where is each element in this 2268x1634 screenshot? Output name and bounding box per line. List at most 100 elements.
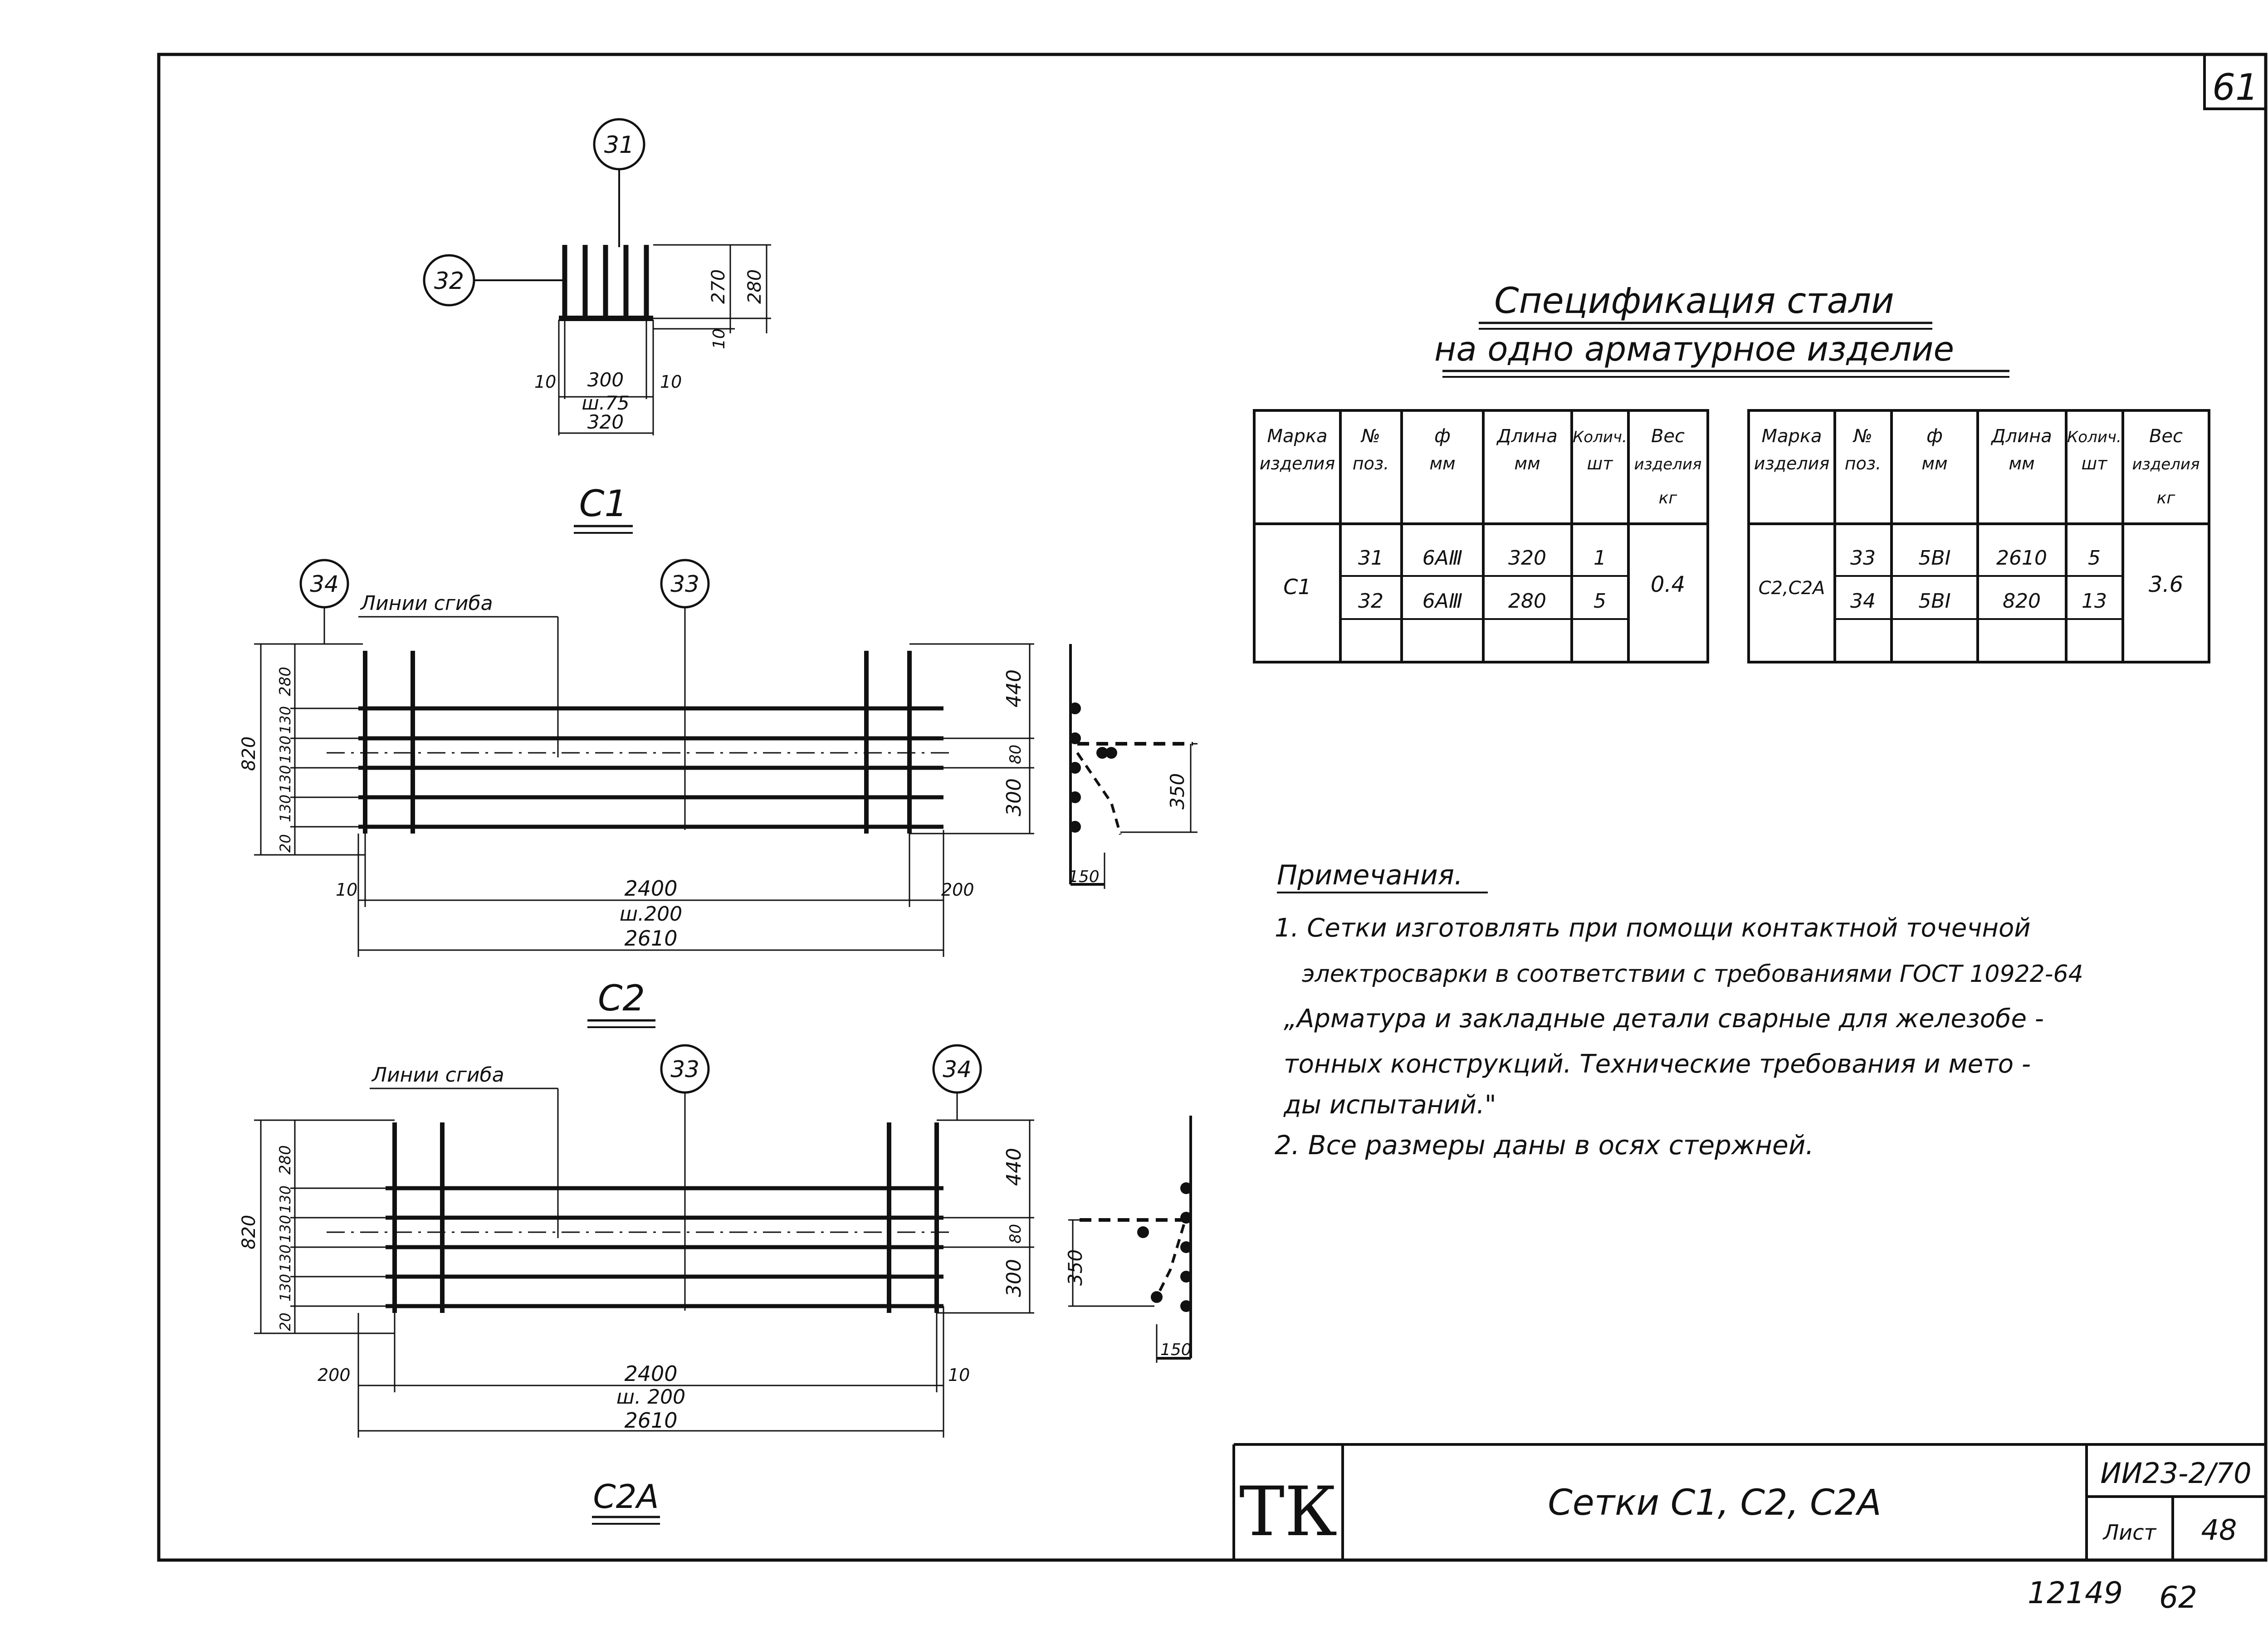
dim-10: 10 bbox=[948, 1365, 970, 1385]
specification: Спецификация стали на одно арматурное из… bbox=[1253, 281, 2210, 663]
dim-20: 20 bbox=[277, 1312, 294, 1331]
sheet-number: 48 bbox=[2201, 1513, 2237, 1546]
t2-r2-pos: 34 bbox=[1850, 590, 1876, 613]
t2-r1-len: 2610 bbox=[1996, 546, 2047, 570]
dim-440: 440 bbox=[1002, 1148, 1026, 1186]
dim-10-bottom: 10 bbox=[710, 328, 728, 349]
dim-130-1: 130 bbox=[277, 1185, 294, 1213]
detail-31-32: 31 32 270 280 10 1 bbox=[423, 118, 771, 534]
t1-header-wt-2: изделия bbox=[1634, 455, 1702, 473]
notes-heading: Примечания. bbox=[1277, 859, 1463, 891]
dim-pitch-200: ш.200 bbox=[620, 902, 682, 926]
t1-header-wt-3: кг bbox=[1659, 489, 1678, 507]
caption-c2: С2 bbox=[598, 978, 645, 1019]
dim-10: 10 bbox=[336, 880, 357, 900]
spec-table-1 bbox=[1253, 409, 1709, 663]
t2-header-qty-1: Колич. bbox=[2067, 428, 2121, 446]
dim-10-right: 10 bbox=[660, 372, 682, 392]
t1-r2-len: 280 bbox=[1508, 590, 1546, 613]
t1-header-mark-1: Марка bbox=[1267, 426, 1327, 447]
dim-300: 300 bbox=[1002, 1259, 1026, 1297]
section-c2a-dots bbox=[1137, 1182, 1192, 1312]
t2-header-mark-1: Марка bbox=[1761, 426, 1822, 447]
t2-r1-dia: 5ВI bbox=[1918, 546, 1950, 570]
t1-r1-qty: 1 bbox=[1593, 546, 1606, 570]
bend-line-label: Линии сгиба bbox=[371, 1063, 504, 1087]
stamp-tk: ТК bbox=[1239, 1473, 1337, 1551]
dim-280: 280 bbox=[276, 667, 294, 696]
t1-header-mark-2: изделия bbox=[1260, 454, 1335, 473]
dim-130-3: 130 bbox=[277, 1244, 294, 1272]
spec-title-line1: Спецификация стали bbox=[1494, 281, 1894, 322]
notes: Примечания. 1. Сетки изготовлять при пом… bbox=[1275, 859, 2083, 1161]
t1-header-dia-1: ф bbox=[1434, 424, 1451, 447]
t2-header-pos-2: поз. bbox=[1845, 454, 1881, 473]
t1-r2-dia: 6АⅢ bbox=[1422, 590, 1462, 613]
page-number-box: 61 bbox=[2203, 54, 2266, 110]
dim-270: 270 bbox=[708, 269, 729, 304]
t1-header-len-1: Длина bbox=[1496, 426, 1557, 447]
t1-r1-len: 320 bbox=[1508, 546, 1546, 570]
note-line-4: тонных конструкций. Технические требован… bbox=[1284, 1049, 2031, 1079]
dim-300: 300 bbox=[1002, 778, 1026, 816]
note-line-5: ды испытаний." bbox=[1283, 1090, 1496, 1120]
t1-r1-dia: 6АⅢ bbox=[1422, 546, 1462, 570]
dim-80: 80 bbox=[1007, 745, 1025, 764]
mesh-c2a: 33 34 Линии сгиба bbox=[239, 1044, 1192, 1525]
t2-mark: С2,С2А bbox=[1759, 578, 1825, 599]
dim-820: 820 bbox=[239, 737, 259, 771]
dim-280: 280 bbox=[744, 269, 765, 304]
dim-130-4: 130 bbox=[277, 1274, 294, 1302]
t2-header-wt-1: Вес bbox=[2149, 426, 2183, 447]
callout-34-label: 34 bbox=[943, 1056, 972, 1083]
section-dim-150: 150 bbox=[1160, 1341, 1192, 1359]
t2-r2-len: 820 bbox=[2003, 590, 2041, 613]
t1-weight: 0.4 bbox=[1651, 572, 1685, 597]
t1-r2-qty: 5 bbox=[1593, 590, 1606, 613]
dim-130-2: 130 bbox=[277, 736, 294, 763]
mesh-c2: 34 33 Линии сгиба bbox=[239, 559, 1198, 1028]
section-dim-350: 350 bbox=[1166, 773, 1188, 810]
note-line-3: „Арматура и закладные детали сварные для… bbox=[1284, 1004, 2044, 1034]
caption-c1: С1 bbox=[579, 483, 628, 525]
dim-2610: 2610 bbox=[624, 1408, 677, 1433]
dim-440: 440 bbox=[1002, 669, 1026, 707]
t1-header-qty-1: Колич. bbox=[1573, 428, 1627, 446]
t2-header-dia-1: ф bbox=[1926, 424, 1943, 447]
dim-130-3: 130 bbox=[277, 765, 294, 793]
callout-34-label: 34 bbox=[310, 571, 339, 597]
t1-header-len-2: мм bbox=[1514, 454, 1540, 473]
title-block-text: Сетки С1, С2, С2А bbox=[1548, 1483, 1881, 1523]
note-line-1: 1. Сетки изготовлять при помощи контактн… bbox=[1275, 913, 2031, 943]
dim-130-2: 130 bbox=[277, 1215, 294, 1243]
callout-33-label: 33 bbox=[670, 1056, 699, 1083]
t2-r1-qty: 5 bbox=[2088, 546, 2101, 570]
dim-130-4: 130 bbox=[277, 795, 294, 822]
t2-header-pos-1: № bbox=[1853, 426, 1872, 447]
bend-line-label: Линии сгиба bbox=[360, 592, 493, 615]
dim-10-left: 10 bbox=[534, 372, 556, 392]
t1-r1-pos: 31 bbox=[1358, 546, 1383, 570]
t2-weight: 3.6 bbox=[2149, 572, 2183, 597]
dim-200: 200 bbox=[318, 1365, 351, 1385]
t2-r2-qty: 13 bbox=[2082, 590, 2107, 613]
t2-header-mark-2: изделия bbox=[1754, 454, 1829, 473]
t2-header-len-2: мм bbox=[2009, 454, 2034, 473]
dim-pitch-75: ш.75 bbox=[582, 392, 629, 414]
dim-2400: 2400 bbox=[624, 1361, 677, 1386]
section-dim-350: 350 bbox=[1064, 1249, 1086, 1286]
callout-31-label: 31 bbox=[604, 132, 634, 159]
t1-header-pos-1: № bbox=[1360, 426, 1380, 447]
dim-200: 200 bbox=[941, 880, 974, 900]
callout-33-label: 33 bbox=[670, 571, 699, 597]
spec-table-2 bbox=[1747, 409, 2210, 663]
page-number: 61 bbox=[2212, 66, 2258, 108]
archive-number: 12149 bbox=[2028, 1575, 2123, 1610]
dim-2610: 2610 bbox=[624, 926, 677, 951]
note-line-2: электросварки в соответствии с требовани… bbox=[1302, 961, 2083, 988]
title-block: ТК Сетки С1, С2, С2А ИИ23-2/70 Лист 48 1… bbox=[1232, 1443, 2266, 1615]
t2-r1-pos: 33 bbox=[1850, 546, 1876, 570]
dim-300: 300 bbox=[587, 369, 624, 391]
series-code: ИИ23-2/70 bbox=[2100, 1457, 2251, 1490]
